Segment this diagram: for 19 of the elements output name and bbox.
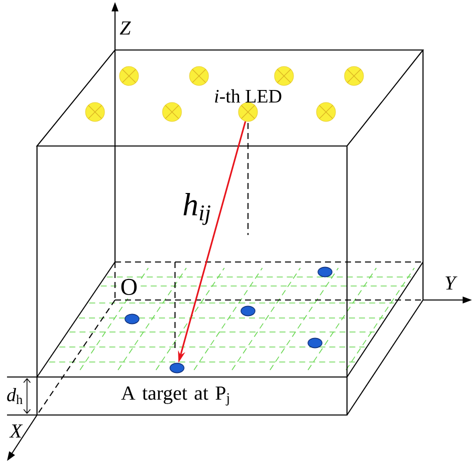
target-dot (318, 266, 332, 278)
target-dot (308, 338, 322, 348)
edge-label: h$_{ij}$ (181, 192, 213, 226)
axis-label: X (9, 424, 23, 438)
led-lamp (189, 66, 209, 86)
led-lamp (344, 66, 364, 86)
slab-box: A target at P$_{j}$ (36, 376, 348, 416)
led-lamp (119, 66, 139, 86)
target-dot (170, 362, 184, 374)
led-lamp (274, 66, 294, 86)
axis-label: Y (446, 276, 458, 290)
target-dot (124, 314, 140, 324)
led-lamp (162, 102, 182, 122)
target-dot (240, 306, 256, 316)
node-caption: i-th LED (215, 89, 282, 103)
led-lamp (85, 102, 105, 122)
axis-label: Z (120, 21, 131, 35)
origin-label: O (119, 278, 139, 296)
led-lamp (316, 102, 336, 122)
